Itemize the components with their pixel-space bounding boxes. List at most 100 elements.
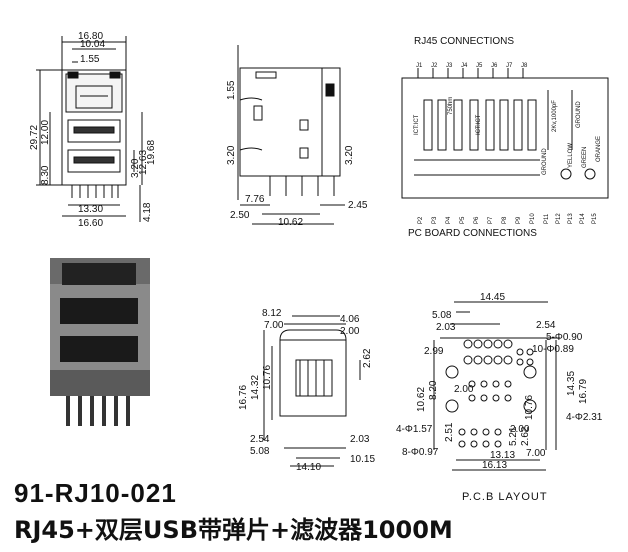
dim-label: 19.68 (146, 140, 157, 165)
j-pin-label: J6 (491, 63, 498, 69)
dim-label: 2.03 (350, 434, 370, 445)
front-view (36, 36, 143, 222)
dim-label: 8.20 (428, 380, 439, 400)
dim-label: 3.20 (226, 145, 237, 165)
p-pin-label: P2 (418, 216, 424, 224)
dim-label: 2.50 (230, 210, 250, 221)
dim-label: 1.55 (80, 54, 100, 65)
dim-label: 5.08 (250, 446, 270, 457)
pcb-layout (433, 301, 560, 471)
p-pin-label: P14 (580, 213, 586, 224)
dim-label: 2.62 (362, 348, 373, 368)
dim-label: 13.13 (490, 450, 515, 461)
side-view (237, 45, 345, 225)
j-pin-label: J2 (431, 63, 438, 69)
j-pin-label: J3 (446, 63, 453, 69)
p-pin-label: P3 (432, 216, 438, 224)
cap-label: 2Kv,1000pF (552, 100, 558, 132)
dim-label: 1.55 (226, 80, 237, 100)
dim-label: 14.35 (566, 371, 577, 396)
pcb-layout-dims: 14.45 5.08 2.03 2.54 5-Φ0.90 10-Φ0.89 2.… (396, 292, 603, 471)
p-pin-label: P12 (556, 213, 562, 224)
product-description: RJ45+双层USB带弹片+滤波器1000M (14, 516, 453, 544)
p-pin-label: P8 (502, 216, 508, 224)
dim-label: 16.60 (78, 218, 103, 229)
dim-label: 4-Φ1.57 (396, 424, 433, 435)
dim-label: 2.03 (436, 322, 456, 333)
dim-label: 2.00 (340, 326, 360, 337)
dim-label: 4.18 (142, 202, 153, 222)
pcb-layout-title: P.C.B LAYOUT (462, 491, 548, 503)
dim-label: 10.76 (262, 365, 273, 390)
dim-label: 2.99 (424, 346, 444, 357)
schematic-bottom-title: PC BOARD CONNECTIONS (408, 228, 537, 239)
dim-label: 2.54 (250, 434, 270, 445)
p-pin-label: P5 (460, 216, 466, 224)
dim-label: 29.72 (29, 125, 40, 150)
dim-label: 2.00 (454, 384, 474, 395)
dim-label: 13.30 (78, 204, 103, 215)
front-view-dims: 16.80 10.04 1.55 13.30 16.60 29.72 12.00… (29, 31, 157, 229)
dim-label: 7.00 (264, 320, 284, 331)
dim-label: 10-Φ0.89 (532, 344, 574, 355)
dim-label: 8.12 (262, 308, 282, 319)
j-pin-label: J4 (461, 63, 468, 69)
dim-label: 2.45 (348, 200, 368, 211)
dim-label: 16.80 (78, 31, 103, 42)
j-pin-label: J5 (476, 63, 483, 69)
schematic: RJ45 CONNECTIONS PC BOARD CONNECTIONS J1… (401, 36, 609, 239)
dim-label: 10.62 (416, 387, 427, 412)
dim-label: 5-Φ0.90 (546, 332, 583, 343)
dim-label: 14.32 (250, 375, 261, 400)
j-pin-label: J7 (506, 63, 513, 69)
p-pin-label: P10 (530, 213, 536, 224)
dim-label: 3.20 (344, 145, 355, 165)
ict-label: ICT:ICT (414, 114, 420, 135)
dim-label: 12.63 (138, 150, 149, 175)
ohm-label: 750hm (448, 97, 454, 115)
dim-label: 10.62 (278, 217, 303, 228)
dim-label: 2.62 (520, 426, 531, 446)
dim-label: 10.04 (80, 39, 105, 50)
dim-label: 5.21 (508, 426, 519, 446)
led-label: GREEN (582, 147, 588, 168)
part-number: 91-RJ10-021 (14, 478, 177, 508)
j-pin-label: J1 (416, 63, 423, 69)
p-pin-label: P13 (568, 213, 574, 224)
dim-label: 4-Φ2.31 (566, 412, 603, 423)
dim-label: 2.51 (444, 422, 455, 442)
bottom-view (263, 315, 361, 467)
product-photo (50, 258, 150, 426)
j-pin-label: J8 (521, 63, 528, 69)
dim-label: 16.13 (482, 460, 507, 471)
dim-label: 8-Φ0.97 (402, 447, 439, 458)
ground-label: GROUND (576, 101, 582, 128)
dim-label: 3.20 (130, 158, 141, 178)
p-pin-label: P15 (592, 213, 598, 224)
side-view-dims: 1.55 3.20 3.20 7.76 2.50 10.62 2.45 (226, 80, 368, 228)
p-pin-label: P4 (446, 216, 452, 224)
dim-label: 10.76 (524, 395, 535, 420)
dim-label: 5.08 (432, 310, 452, 321)
dim-label: 2.00 (510, 424, 530, 435)
schematic-title: RJ45 CONNECTIONS (414, 36, 514, 47)
p-pin-label: P6 (474, 216, 480, 224)
p-pin-label: P9 (516, 216, 522, 224)
led-label: ORANGE (596, 136, 602, 162)
ict-label: ICT:ICT (476, 114, 482, 135)
dim-label: 14.45 (480, 292, 505, 303)
dim-label: 7.76 (245, 194, 265, 205)
p-pin-label: P11 (544, 213, 550, 224)
dim-label: 14.10 (296, 462, 321, 473)
dim-label: 12.00 (40, 120, 51, 145)
bottom-view-dims: 8.12 7.00 4.06 2.00 2.62 16.76 14.32 10.… (238, 308, 375, 473)
ground-label: GROUND (542, 148, 548, 175)
dim-label: 7.00 (526, 448, 546, 459)
dim-label: 10.15 (350, 454, 375, 465)
dim-label: 8.30 (40, 165, 51, 185)
dim-label: 16.79 (578, 379, 589, 404)
led-label: YELLOW (568, 143, 574, 168)
dim-label: 4.06 (340, 314, 360, 325)
